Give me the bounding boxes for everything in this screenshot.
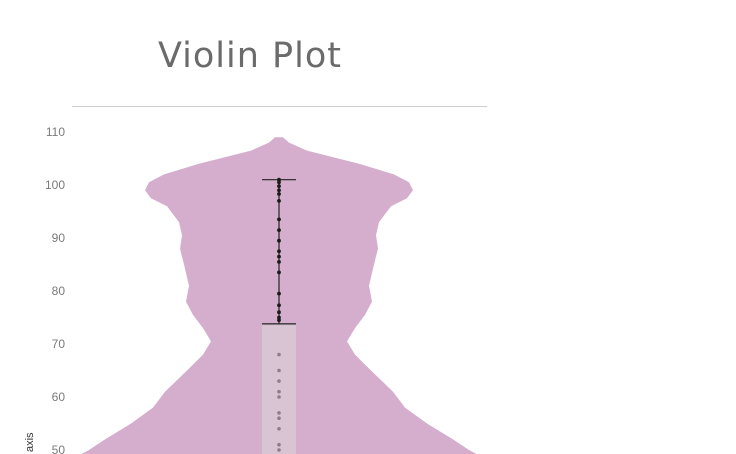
- y-tick-label: 70: [52, 337, 66, 351]
- chart-title: Violin Plot: [157, 36, 343, 76]
- data-point: [277, 188, 281, 193]
- y-tick-label: 110: [46, 125, 65, 139]
- data-point: [277, 379, 281, 383]
- y-tick-label: 100: [45, 178, 65, 192]
- data-point: [277, 254, 281, 259]
- data-point: [277, 442, 281, 447]
- data-point: [277, 217, 281, 222]
- data-point: [277, 318, 281, 322]
- data-point: [277, 303, 281, 308]
- data-point: [277, 291, 281, 296]
- data-point: [277, 228, 281, 233]
- box-lower: [262, 323, 296, 454]
- data-point: [277, 315, 281, 320]
- data-point: [277, 411, 281, 415]
- data-point: [277, 310, 281, 315]
- data-point: [277, 238, 281, 243]
- y-axis-title: axis: [24, 432, 36, 452]
- data-point: [277, 180, 281, 185]
- data-point: [277, 389, 281, 394]
- y-tick-label: 60: [52, 390, 66, 404]
- data-point: [277, 184, 281, 189]
- y-tick-label: 90: [52, 231, 66, 245]
- data-point: [277, 448, 281, 452]
- data-point: [277, 395, 281, 399]
- data-point: [277, 199, 281, 203]
- data-point: [277, 249, 281, 254]
- title-divider: [72, 106, 487, 107]
- data-point: [277, 270, 281, 275]
- data-point: [277, 352, 281, 357]
- data-point: [277, 177, 281, 182]
- data-point: [277, 416, 281, 421]
- data-point: [277, 260, 281, 264]
- y-tick-label: 80: [52, 284, 66, 298]
- data-point: [277, 192, 281, 196]
- data-point: [277, 368, 281, 373]
- y-tick-label: 50: [52, 443, 66, 454]
- data-point: [277, 427, 281, 431]
